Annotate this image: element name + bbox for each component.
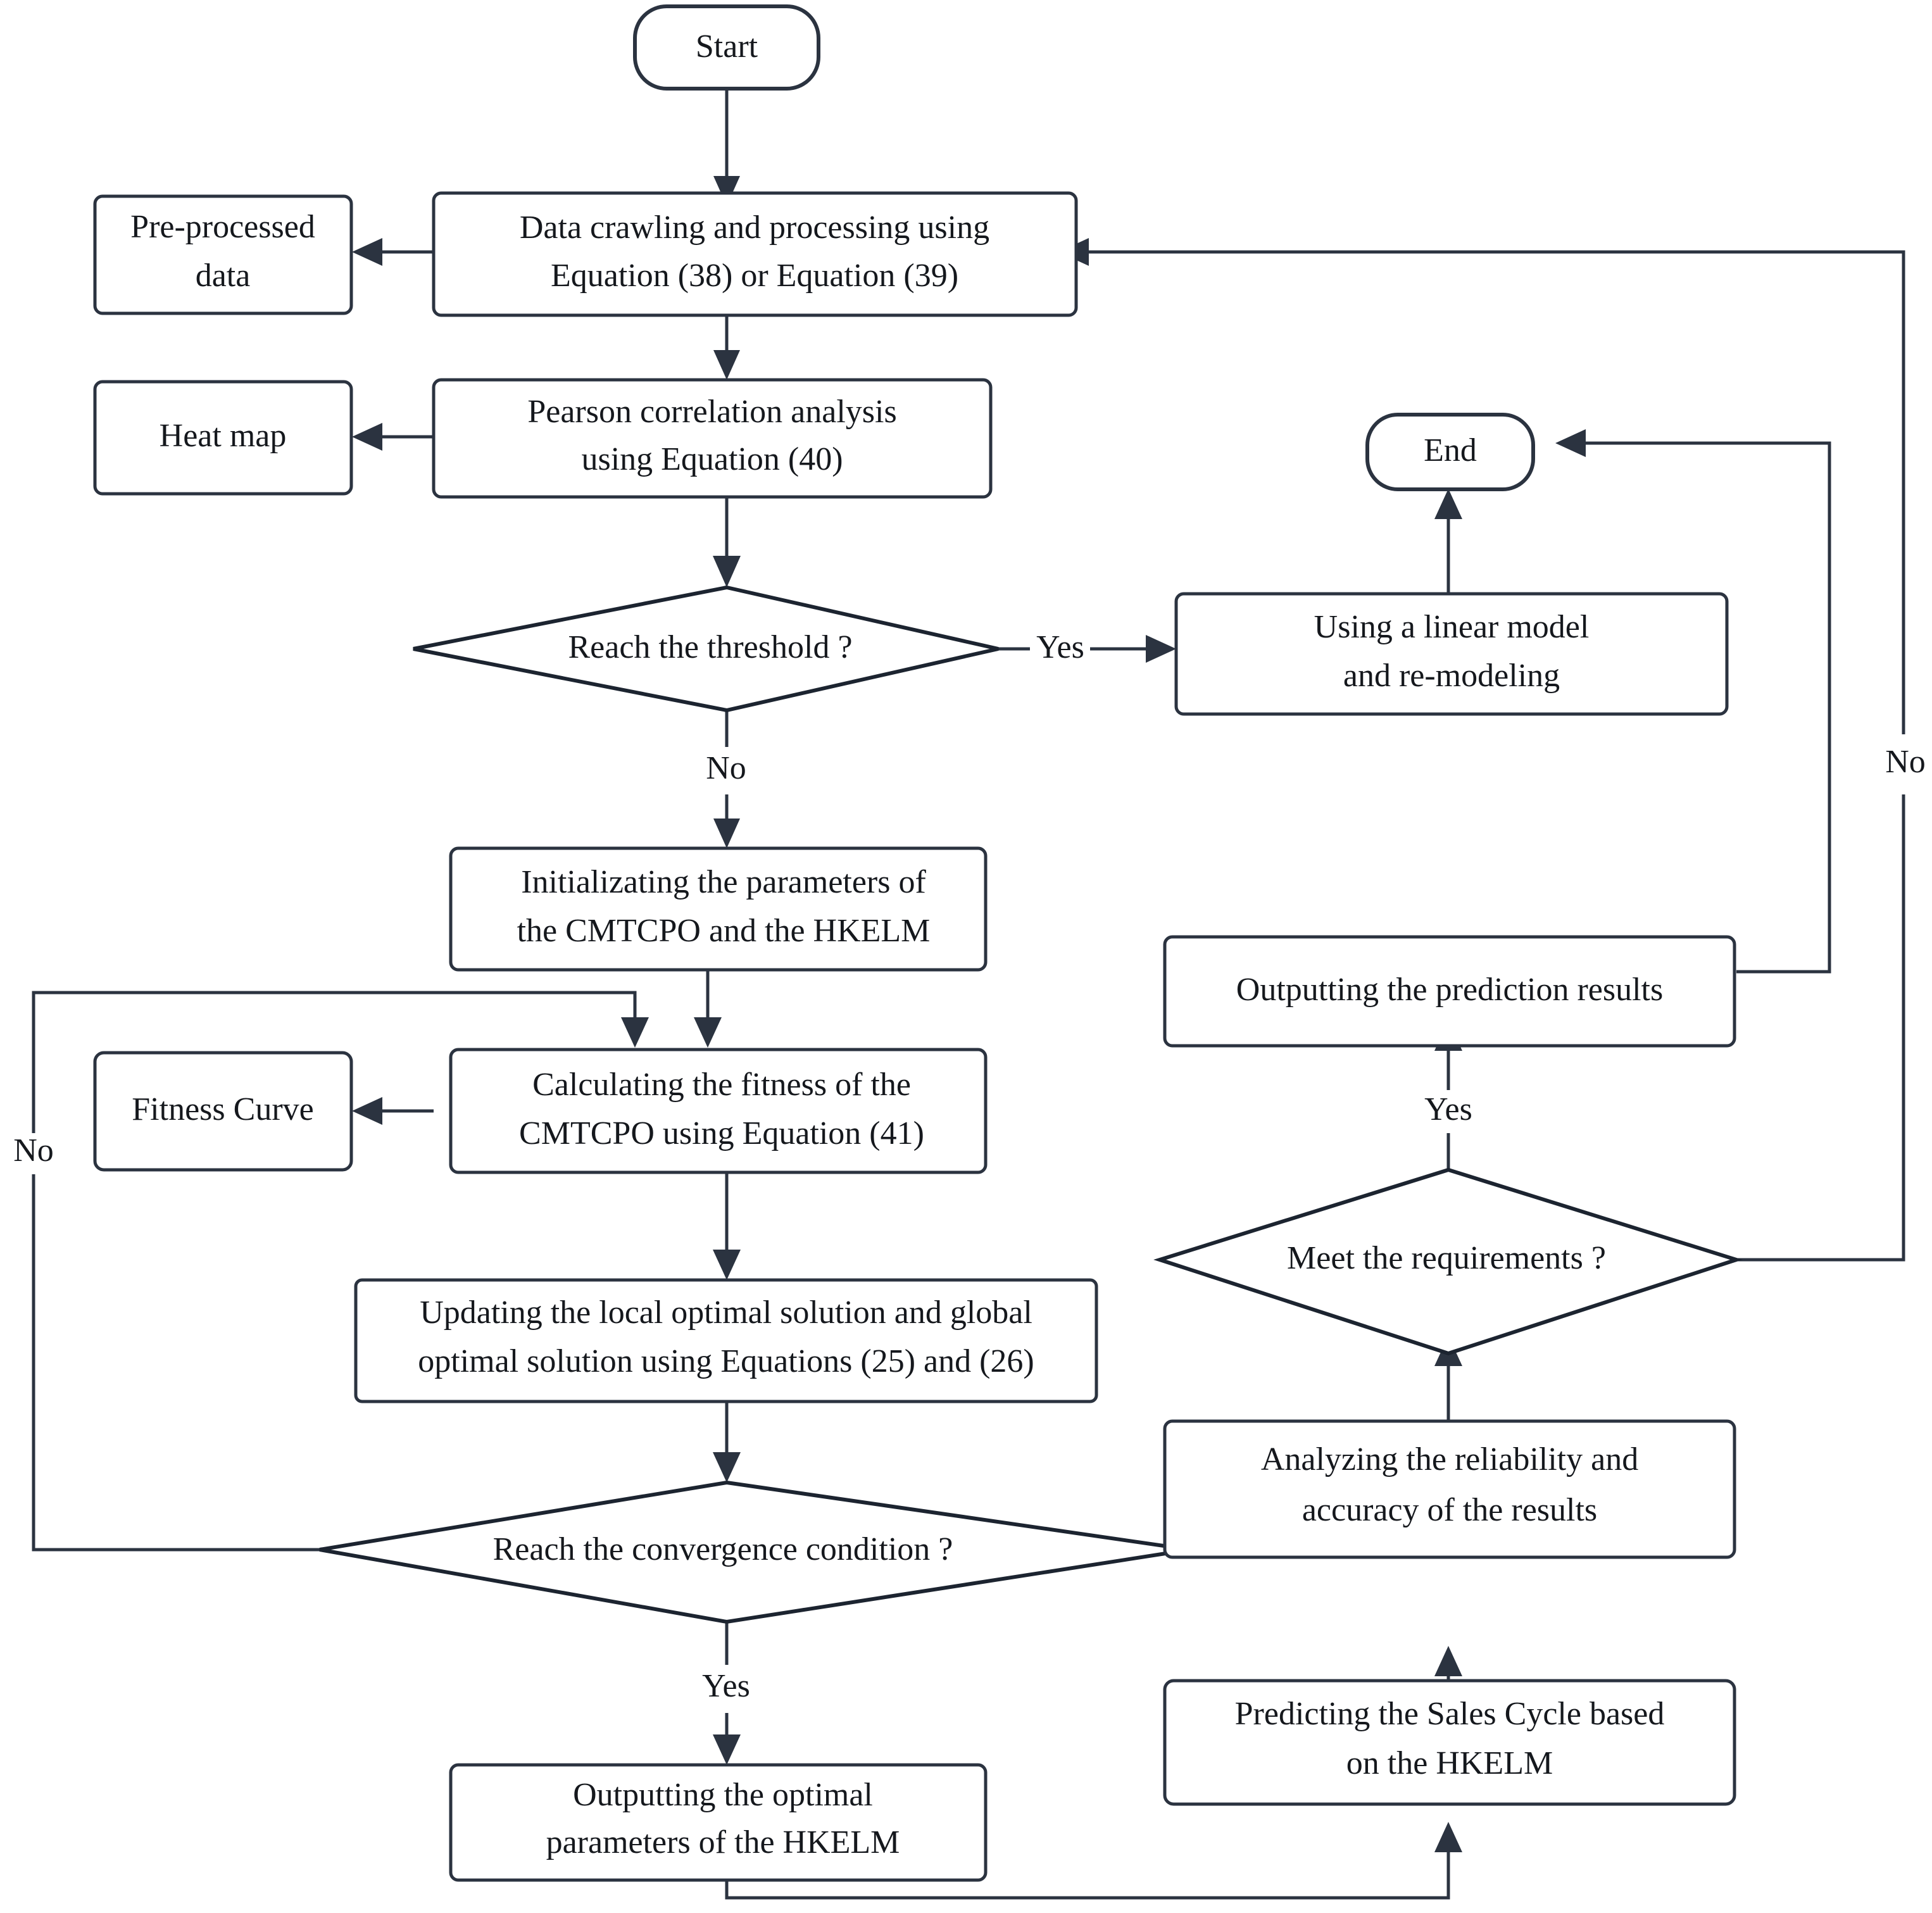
edge-output-prediction-to-end: [1555, 429, 1831, 974]
edge-pearson-to-heat-map: [352, 423, 434, 451]
edge-convergence-no-loop: [32, 991, 649, 1552]
node-linear-model[interactable]: Using a linear model and re-modeling: [1174, 592, 1729, 716]
node-output-prediction-label: Outputting the prediction results: [1236, 972, 1663, 1008]
node-heat-map-label: Heat map: [160, 418, 287, 454]
node-requirements-label: Meet the requirements ?: [1287, 1240, 1606, 1276]
edge-calculating-to-fitness-curve: [352, 1097, 434, 1125]
node-pearson[interactable]: Pearson correlation analysis using Equat…: [432, 378, 993, 499]
node-analyzing-label-line1: Analyzing the reliability and: [1261, 1441, 1638, 1477]
node-end-label: End: [1424, 432, 1477, 468]
node-initializing-label-line1: Initializating the parameters of: [521, 864, 926, 900]
node-heat-map[interactable]: Heat map: [93, 380, 353, 496]
node-threshold-label: Reach the threshold ?: [568, 629, 852, 665]
node-analyzing-label-line2: accuracy of the results: [1302, 1492, 1597, 1528]
node-calculating-label-line2: CMTCPO using Equation (41): [519, 1115, 924, 1151]
node-convergence-label: Reach the convergence condition ?: [493, 1531, 953, 1567]
node-data-crawling-label-line1: Data crawling and processing using: [520, 210, 989, 246]
node-convergence-decision[interactable]: Reach the convergence condition ?: [319, 1480, 1191, 1624]
node-updating[interactable]: Updating the local optimal solution and …: [354, 1278, 1098, 1403]
node-updating-label-line2: optimal solution using Equations (25) an…: [418, 1343, 1034, 1379]
node-linear-model-label-line2: and re-modeling: [1343, 658, 1560, 694]
node-predicting-label-line2: on the HKELM: [1346, 1745, 1553, 1781]
edge-label-requirements-yes: Yes: [1424, 1091, 1472, 1127]
node-requirements-decision[interactable]: Meet the requirements ?: [1153, 1167, 1743, 1356]
edge-label-threshold-yes: Yes: [1036, 629, 1084, 665]
node-start-label: Start: [696, 28, 758, 65]
edge-label-convergence-no: No: [13, 1132, 54, 1169]
node-pre-processed-label-line2: data: [196, 258, 251, 294]
edge-convergence-yes-to-output-params: [713, 1622, 741, 1765]
node-predicting[interactable]: Predicting the Sales Cycle based on the …: [1163, 1679, 1736, 1806]
edge-pearson-to-threshold: [713, 497, 741, 587]
edge-linear-model-to-end: [1434, 489, 1462, 608]
node-threshold-decision[interactable]: Reach the threshold ?: [413, 585, 999, 713]
node-start[interactable]: Start: [633, 4, 820, 91]
node-fitness-curve[interactable]: Fitness Curve: [93, 1051, 353, 1172]
node-analyzing[interactable]: Analyzing the reliability and accuracy o…: [1163, 1419, 1736, 1559]
node-output-prediction[interactable]: Outputting the prediction results: [1163, 935, 1736, 1048]
node-fitness-curve-label: Fitness Curve: [132, 1091, 313, 1127]
edge-label-requirements-no: No: [1885, 744, 1926, 780]
node-updating-label-line1: Updating the local optimal solution and …: [420, 1295, 1032, 1331]
node-linear-model-label-line1: Using a linear model: [1314, 609, 1590, 645]
node-pre-processed-label-line1: Pre-processed: [130, 209, 315, 245]
edge-threshold-yes-to-linear-model: [998, 635, 1176, 663]
node-output-params[interactable]: Outputting the optimal parameters of the…: [449, 1763, 988, 1882]
node-data-crawling-label-line2: Equation (38) or Equation (39): [551, 258, 958, 294]
edge-start-to-data-crawling: [713, 89, 740, 206]
node-output-params-label-line1: Outputting the optimal: [573, 1777, 873, 1813]
node-end[interactable]: End: [1365, 413, 1535, 491]
node-calculating[interactable]: Calculating the fitness of the CMTCPO us…: [449, 1048, 988, 1174]
node-initializing-label-line2: the CMTCPO and the HKELM: [517, 913, 931, 949]
edge-data-crawling-to-pearson: [713, 315, 740, 380]
node-data-crawling[interactable]: Data crawling and processing using Equat…: [432, 191, 1078, 317]
node-initializing[interactable]: Initializating the parameters of the CMT…: [449, 846, 988, 972]
edge-label-threshold-no: No: [706, 750, 746, 786]
node-pearson-label-line2: using Equation (40): [581, 441, 843, 477]
edge-data-crawling-to-pre-processed: [352, 238, 434, 266]
node-predicting-label-line1: Predicting the Sales Cycle based: [1235, 1696, 1665, 1732]
node-pre-processed-data[interactable]: Pre-processed data: [93, 194, 353, 315]
edge-requirements-no-to-data-crawling: [1058, 238, 1905, 1262]
edge-threshold-no-to-initializing: [713, 710, 740, 848]
node-calculating-label-line1: Calculating the fitness of the: [532, 1067, 911, 1103]
node-output-params-label-line2: parameters of the HKELM: [546, 1824, 900, 1860]
node-pearson-label-line1: Pearson correlation analysis: [527, 394, 896, 430]
edge-label-convergence-yes: Yes: [702, 1668, 750, 1704]
edge-calculating-to-updating: [713, 1172, 741, 1280]
